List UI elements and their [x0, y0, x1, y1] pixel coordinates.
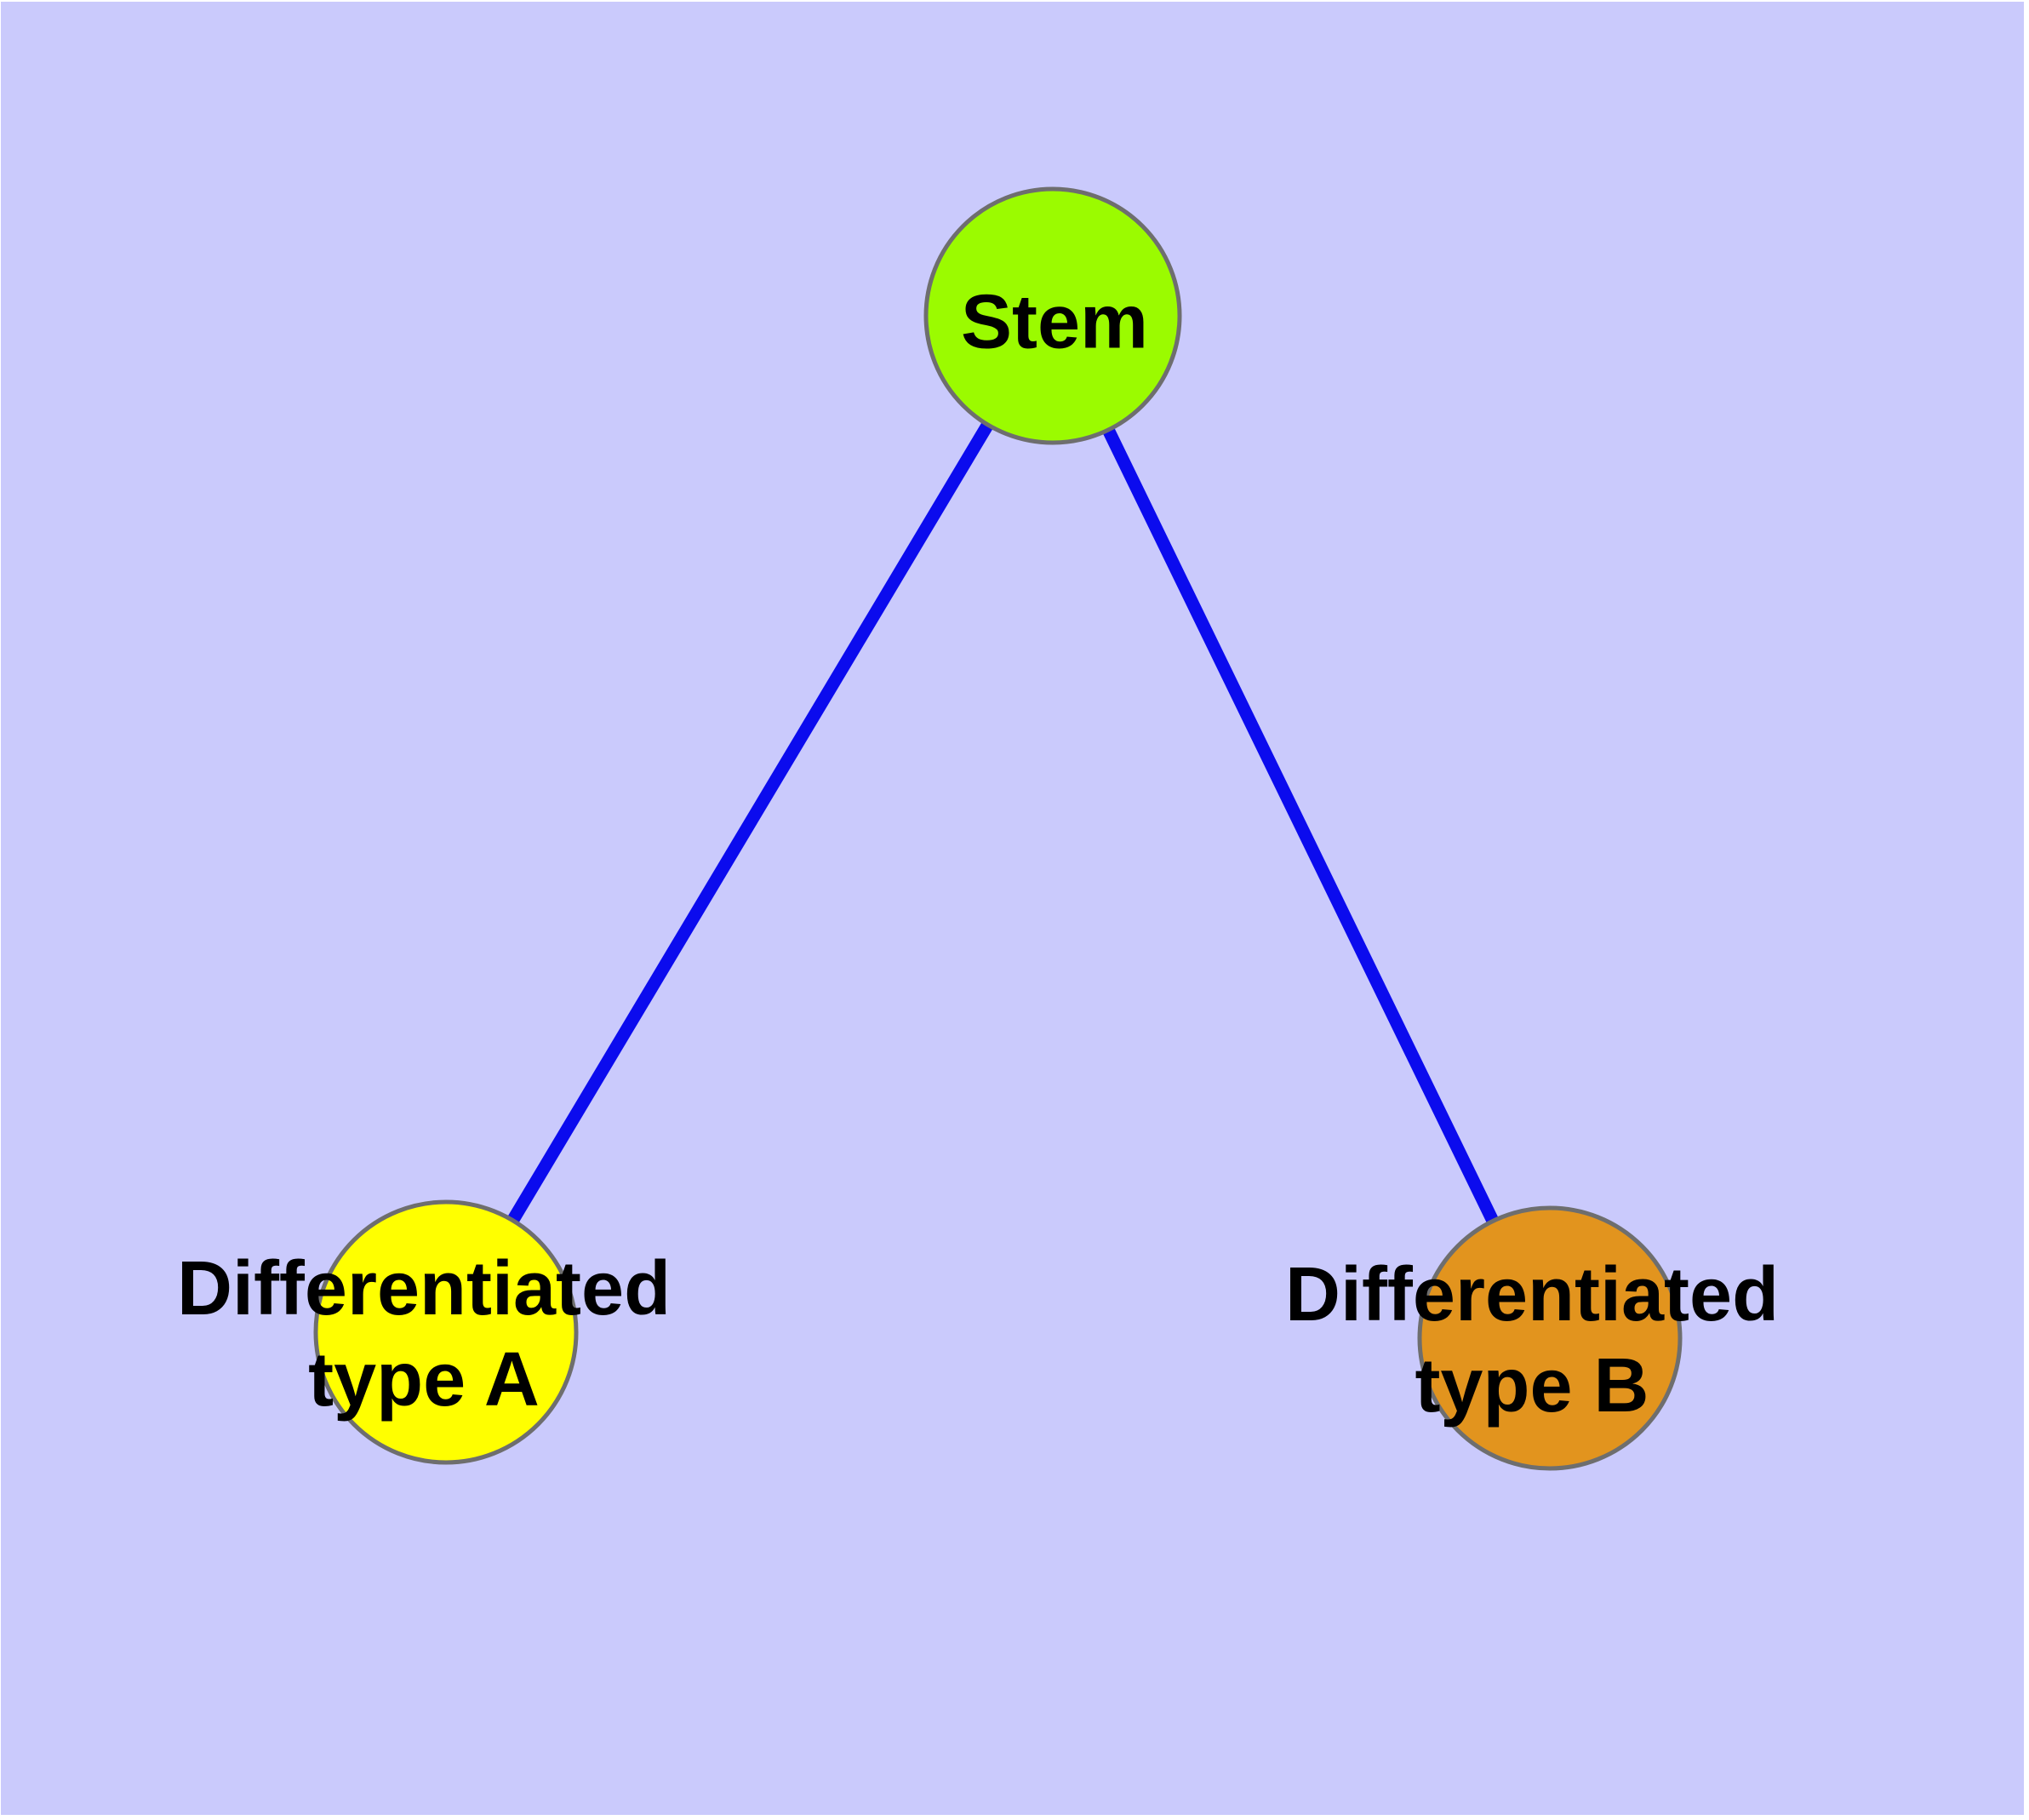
node-circle-stem — [923, 186, 1182, 445]
edge-stem-to-type-a — [440, 312, 1059, 1336]
node-circle-type-b — [1417, 1205, 1683, 1471]
node-circle-type-a — [313, 1199, 579, 1465]
edge-stem-to-type-b — [1047, 312, 1556, 1342]
